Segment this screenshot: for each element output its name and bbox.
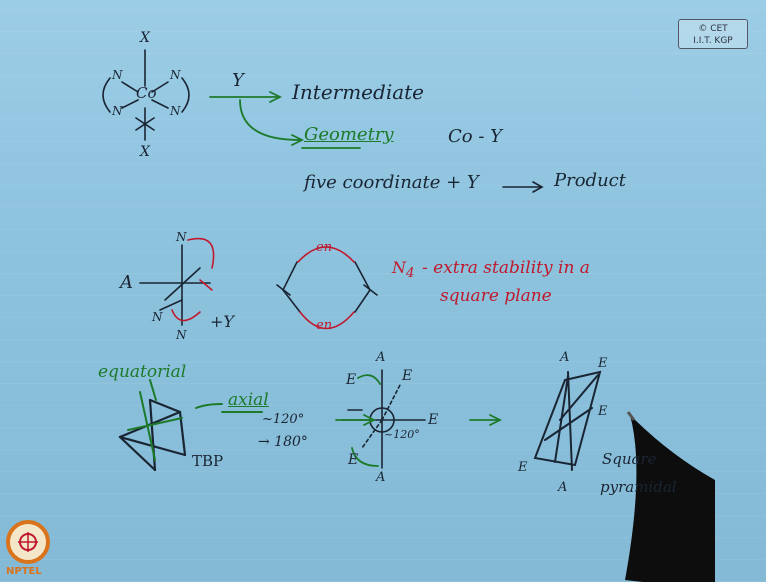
en-top: en	[316, 240, 333, 255]
tbp-label: TBP	[192, 452, 224, 470]
equatorial-e1: E	[346, 372, 357, 388]
row3-square-pyramid	[533, 370, 602, 471]
ligand-x-bottom: X	[140, 144, 150, 160]
stability-note-line1: - extra stability in a	[422, 258, 590, 278]
row2-macrocycle-red	[297, 246, 355, 330]
nptel-logo-text: NPTEL	[6, 566, 42, 577]
reagent-y: Y	[232, 70, 244, 91]
n4-subscript: 4	[406, 266, 415, 282]
row1-green-arrows	[209, 91, 361, 149]
co-y-label: Co - Y	[448, 126, 503, 147]
n4-letter: N	[392, 258, 406, 277]
en-bottom: en	[316, 318, 333, 333]
stability-note-line2: square plane	[440, 286, 552, 306]
equatorial-e4: E	[348, 452, 359, 468]
sp-e1: E	[598, 356, 608, 371]
five-coordinate-label: five coordinate + Y	[304, 172, 479, 193]
row3-green-arrows	[335, 374, 503, 467]
n-bottom-left: N	[112, 104, 123, 118]
n-top-left: N	[112, 68, 123, 82]
badge-line2: I.I.T. KGP	[693, 36, 733, 46]
badge-line1: © CET	[698, 24, 728, 34]
intermediate-label: Intermediate	[292, 80, 425, 104]
row2-red-arcs	[171, 237, 215, 322]
octa-n-bottom: N	[176, 328, 187, 342]
pen-tip	[625, 411, 715, 582]
n-top-right: N	[170, 68, 181, 82]
axial-label: axial	[228, 390, 269, 410]
ligand-x-top: X	[140, 30, 150, 46]
row1-complex-drawing	[102, 49, 190, 141]
n-bottom-right: N	[170, 104, 181, 118]
row1-product-arrow	[502, 181, 544, 193]
sp-a-bottom: A	[558, 480, 568, 495]
axis-a-top: A	[376, 350, 386, 365]
ligand-a: A	[120, 272, 133, 293]
row3-tbp	[118, 398, 187, 472]
equatorial-e2: E	[402, 368, 413, 384]
square-label: Square	[602, 450, 657, 468]
angle-120: ~120°	[262, 412, 305, 427]
row2-octahedron	[139, 244, 211, 326]
sp-a-top: A	[560, 350, 570, 365]
sp-e2: E	[598, 404, 608, 419]
pyramidal-label: pyramidal	[600, 478, 677, 496]
row2-macrocycle	[276, 261, 378, 313]
n4-label: N4	[392, 258, 414, 281]
geometry-label: Geometry	[304, 124, 394, 145]
equatorial-label: equatorial	[98, 362, 187, 382]
angle-180: → 180°	[258, 434, 308, 450]
octa-n-top: N	[176, 230, 187, 244]
nptel-logo-mark	[6, 520, 50, 564]
cet-badge: © CET I.I.T. KGP	[678, 19, 748, 49]
product-label: Product	[554, 170, 626, 191]
sp-e3: E	[518, 460, 528, 475]
equatorial-e3: E	[428, 412, 439, 428]
octa-n-left: N	[152, 310, 163, 324]
plus-y-label: +Y	[210, 312, 234, 331]
row3-tbp-green	[127, 379, 263, 461]
angle-120-inner: ~120°	[384, 428, 420, 441]
metal-label: Co	[136, 84, 157, 102]
axis-a-bottom: A	[376, 470, 386, 485]
